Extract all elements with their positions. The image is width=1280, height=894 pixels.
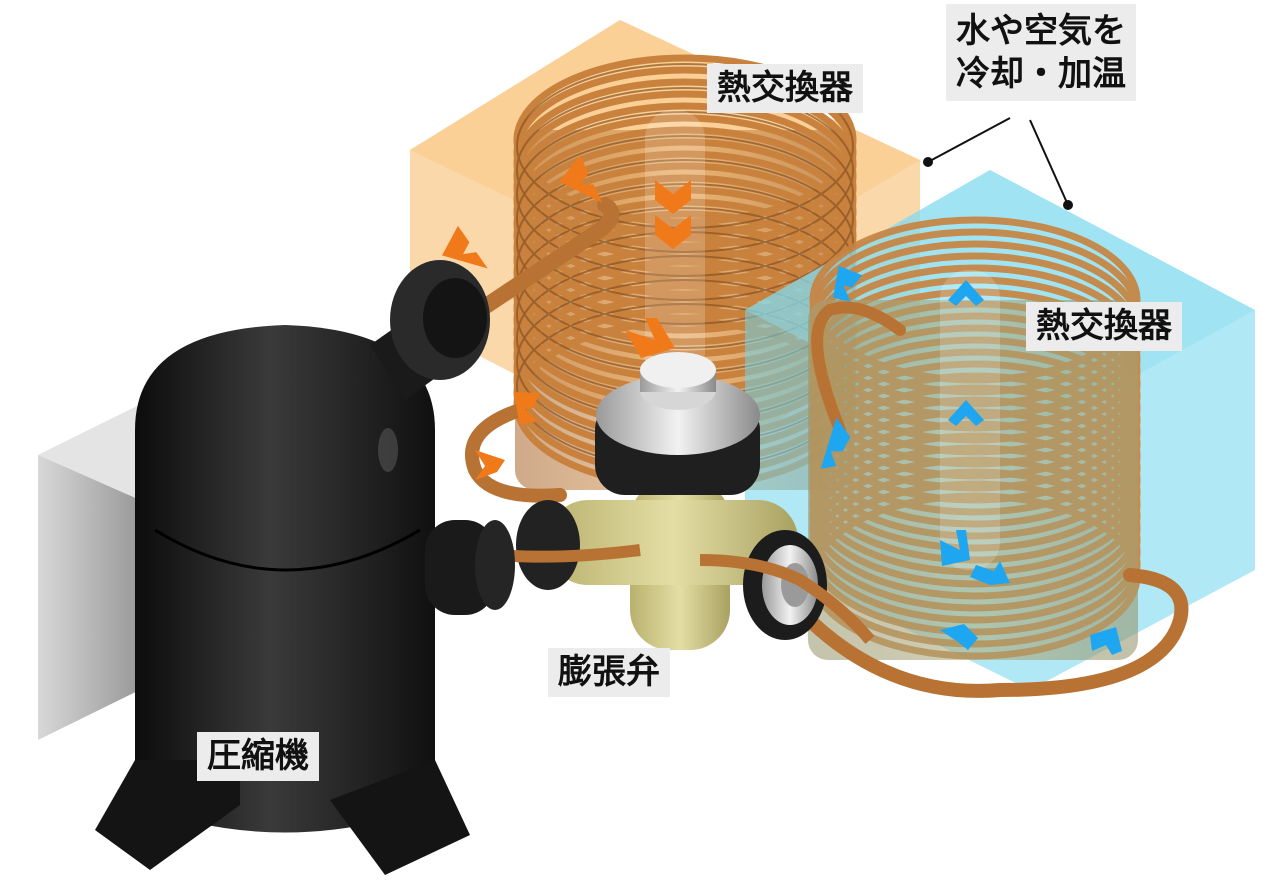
compressor <box>38 260 515 875</box>
cold-exchanger-label: 熱交換器 <box>1026 302 1182 351</box>
callout-line-2: 冷却・加温 <box>956 53 1126 94</box>
callout-lines <box>923 117 1073 210</box>
callout-line-1: 水や空気を <box>956 11 1126 51</box>
expansion-valve-label: 膨張弁 <box>548 648 670 697</box>
expansion-valve <box>499 352 875 650</box>
hot-flow-arrows <box>441 155 691 480</box>
hot-exchanger-label: 熱交換器 <box>707 64 863 113</box>
callout-box: 水や空気を 冷却・加温 <box>946 4 1136 101</box>
compressor-label: 圧縮機 <box>197 732 319 781</box>
